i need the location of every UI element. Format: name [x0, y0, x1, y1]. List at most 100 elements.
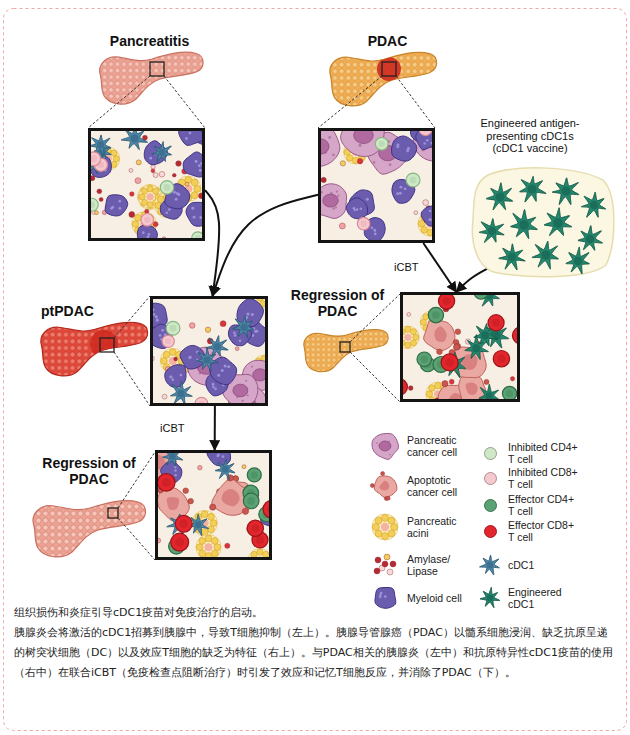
eng-cell — [552, 178, 579, 205]
eng-cell — [520, 176, 547, 202]
inh8-cell — [91, 152, 101, 166]
eff8-cell — [158, 474, 175, 492]
color-swatch — [484, 525, 497, 538]
eff8-cell — [171, 533, 189, 551]
amylase-cell — [374, 568, 380, 574]
legend-cell-icon — [478, 549, 502, 581]
legend-item: Myeloid cell — [369, 582, 475, 614]
eff8-cell — [441, 354, 458, 371]
eng-cell — [499, 244, 525, 270]
eng-cell — [442, 352, 466, 377]
amylase-cell — [205, 327, 210, 332]
amylase-cell — [129, 168, 133, 172]
amylase-cell — [321, 177, 326, 182]
legend-icon — [369, 582, 401, 614]
acini-cell — [192, 510, 217, 535]
legend-item: Effector CD4+ T cell — [478, 489, 578, 521]
amylase-cell — [99, 197, 103, 201]
eff8-cell — [488, 315, 504, 331]
color-swatch — [484, 472, 497, 485]
eng-cell — [544, 208, 572, 236]
zoom-box: Pancreatitis — [88, 128, 205, 241]
amylase-cell — [135, 178, 141, 184]
inh4-cell — [406, 173, 420, 187]
legend-label: Pancreatic cancer cell — [407, 434, 475, 458]
legend-icon — [369, 511, 401, 543]
legend-cell-icon — [369, 549, 401, 581]
cancer-cell — [372, 433, 398, 459]
panel-heading: ptPDAC — [41, 303, 113, 319]
amylase-cell — [199, 193, 202, 199]
amylase-cell — [176, 161, 182, 167]
pancreas-figure — [88, 52, 205, 128]
inh8-cell — [357, 217, 370, 230]
amylase-cell — [129, 212, 135, 218]
pancreas-figure — [41, 296, 150, 406]
legend-icon — [478, 437, 502, 469]
amylase-cell — [449, 379, 454, 384]
dashed-frame — [4, 9, 627, 731]
amylase-cell — [162, 237, 166, 238]
eng-cell — [486, 183, 513, 210]
edge-label-box: iCBT — [158, 418, 186, 436]
eng-cell — [511, 209, 538, 238]
amylase-cell — [185, 182, 189, 186]
legend-label: cDC1 — [508, 559, 578, 571]
amylase-cell — [387, 569, 393, 575]
amylase-cell — [151, 169, 155, 173]
amylase-cell — [375, 557, 381, 563]
zoom-box: Regression of PDAC — [400, 292, 520, 402]
eff8-cell — [175, 515, 192, 532]
myeloid-cell — [375, 587, 396, 608]
inh4-cell — [91, 198, 98, 211]
color-swatch — [484, 447, 497, 460]
edge-label-box: iCBT — [392, 257, 420, 275]
legend-item: Effector CD8+ T cell — [478, 515, 578, 547]
inh8-cell — [195, 397, 208, 403]
eff8-cell — [512, 327, 517, 344]
legend-cell-icon — [369, 582, 401, 614]
amylase-cell — [407, 313, 411, 317]
eff4-cell — [428, 307, 443, 322]
legend-cell-icon — [369, 470, 401, 502]
legend-icon — [369, 549, 401, 581]
myeloid-cell — [179, 131, 202, 145]
amylase-cell — [339, 223, 345, 229]
color-swatch — [484, 499, 497, 512]
legend-cell-icon — [478, 582, 502, 614]
amylase-cell — [423, 200, 429, 206]
legend-icon — [369, 470, 401, 502]
legend-item: cDC1 — [478, 549, 578, 581]
caption-block: 组织损伤和炎症引导cDC1疫苗对免疫治疗的启动。胰腺炎会将激活的cDC1招募到胰… — [14, 603, 616, 683]
amylase-cell — [151, 165, 155, 169]
cdc1-cell — [121, 131, 147, 150]
legend-label: Inhibited CD4+ T cell — [508, 441, 578, 465]
eng-cell — [479, 219, 504, 243]
myeloid-cell — [105, 195, 128, 216]
amylase-cell — [408, 386, 413, 391]
legend-item: Pancreatic acini — [369, 511, 475, 543]
eff8-cell — [438, 295, 454, 309]
eng-cell — [479, 384, 499, 399]
cancer-cell — [321, 131, 340, 167]
eng-cell — [480, 587, 500, 608]
arrow-connector — [214, 406, 216, 450]
legend-item: Inhibited CD8+ T cell — [478, 462, 578, 494]
amylase-cell — [136, 160, 141, 165]
eff4-cell — [474, 295, 488, 299]
amylase-cell — [153, 356, 154, 361]
arrow-connector — [456, 269, 487, 293]
eng-cell — [566, 247, 590, 274]
eff4-cell — [417, 352, 432, 367]
cdc1-cell — [480, 555, 500, 575]
legend-item: Pancreatic cancer cell — [369, 430, 475, 462]
amylase-cell — [510, 377, 514, 381]
zoom-box: Regression of PDAC — [155, 450, 272, 560]
legend-cell-icon — [369, 511, 401, 543]
legend-icon — [478, 462, 502, 494]
myeloid-cell — [392, 136, 417, 161]
eng-cell — [581, 192, 605, 217]
amylase-cell — [198, 465, 203, 470]
